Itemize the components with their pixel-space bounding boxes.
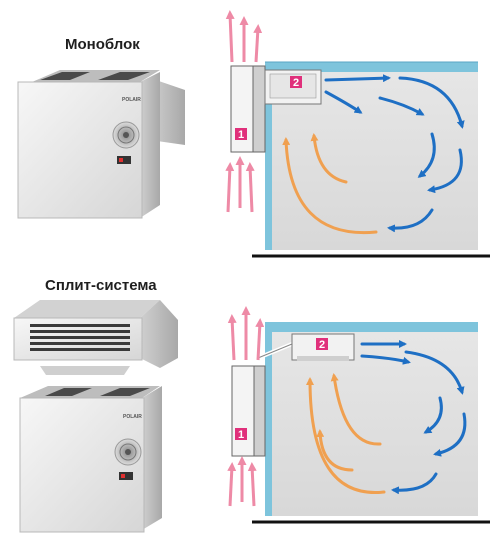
svg-text:2: 2 (319, 339, 325, 351)
marker-1 (235, 128, 247, 140)
air-intake-arrows (227, 456, 257, 507)
cold-air-arrows (360, 340, 467, 495)
marker-2 (316, 338, 328, 350)
split-system-title: Сплит-система (45, 277, 157, 294)
split-condenser-image: POLAIR (19, 386, 162, 533)
svg-text:1: 1 (238, 129, 244, 141)
split-evaporator-image (13, 300, 178, 375)
hot-air-exhaust-arrows (227, 306, 265, 361)
split-system-diagram: 1 2 (227, 306, 490, 524)
svg-text:1: 1 (238, 429, 244, 441)
marker-1 (235, 428, 247, 440)
hot-air-exhaust-arrows (225, 10, 263, 63)
warm-air-arrows (306, 373, 386, 494)
cold-air-arrows (324, 74, 465, 233)
monoblock-title: Моноблок (65, 36, 140, 53)
svg-text:2: 2 (293, 77, 299, 89)
monoblock-brand-badge: POLAIR (122, 97, 141, 103)
room-interior (272, 332, 478, 516)
monoblock-unit-image: POLAIR (17, 70, 185, 219)
warm-air-arrows (282, 133, 378, 235)
split-brand-badge: POLAIR (123, 414, 142, 420)
marker-2 (290, 76, 302, 88)
air-intake-arrows (225, 156, 255, 213)
condenser-unit-1 (231, 365, 255, 457)
monoblock-diagram: 1 2 (225, 10, 490, 258)
